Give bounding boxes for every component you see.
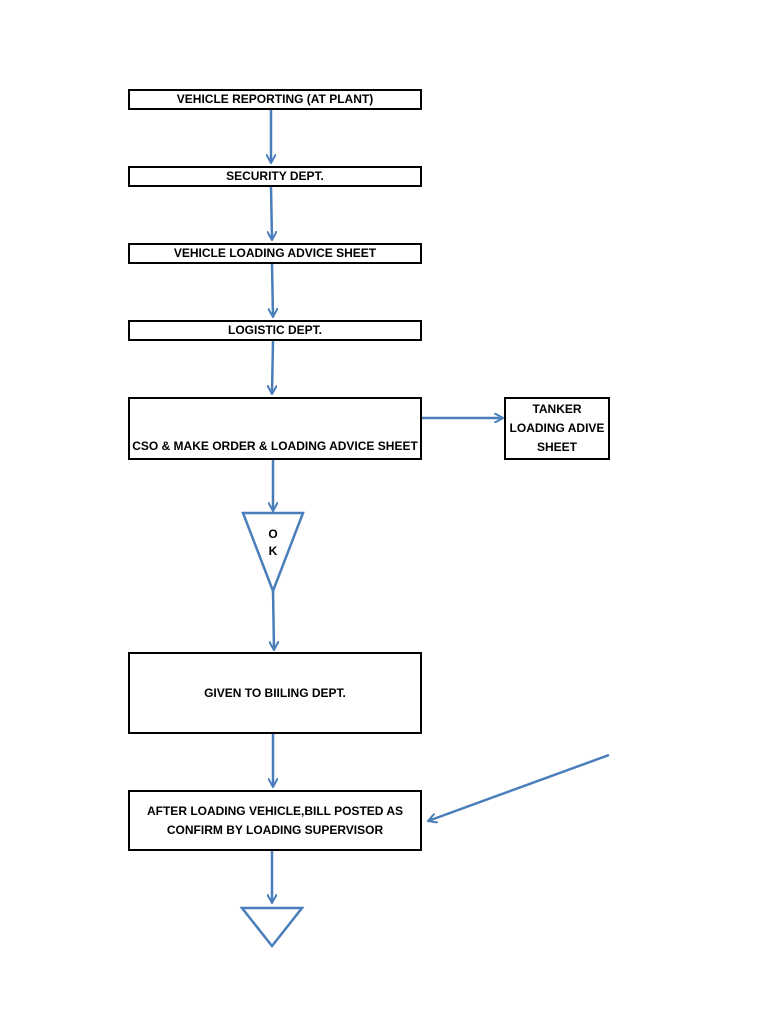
after-loading-label-line2: CONFIRM BY LOADING SUPERVISOR: [166, 822, 384, 837]
arrow-advice-to-logistic: [272, 263, 273, 317]
arrow-logistic-to-cso: [272, 340, 273, 394]
vehicle-reporting-label: VEHICLE REPORTING (AT PLANT): [176, 92, 374, 106]
after-loading-box: AFTER LOADING VEHICLE,BILL POSTED AS CON…: [128, 790, 422, 851]
ok-label-k: K: [268, 544, 278, 558]
arrow-ok-to-billing: [273, 589, 274, 650]
cso-order-box: CSO & MAKE ORDER & LOADING ADVICE SHEET: [128, 397, 422, 460]
loading-advice-sheet-box: VEHICLE LOADING ADVICE SHEET: [128, 243, 422, 264]
security-dept-box: SECURITY DEPT.: [128, 166, 422, 187]
logistic-dept-box: LOGISTIC DEPT.: [128, 320, 422, 341]
after-loading-label-line1: AFTER LOADING VEHICLE,BILL POSTED AS: [146, 803, 403, 818]
ok-triangle: [241, 511, 305, 595]
billing-dept-label: GIVEN TO BIILING DEPT.: [204, 685, 346, 700]
billing-dept-box: GIVEN TO BIILING DEPT.: [128, 652, 422, 734]
tanker-loading-box: TANKER LOADING ADIVE SHEET: [504, 397, 610, 460]
loading-advice-sheet-label: VEHICLE LOADING ADVICE SHEET: [173, 246, 377, 260]
logistic-dept-label: LOGISTIC DEPT.: [227, 323, 322, 337]
end-triangle: [239, 906, 305, 949]
security-dept-label: SECURITY DEPT.: [226, 169, 324, 183]
tanker-label-line1: TANKER: [532, 402, 582, 416]
ok-label-o: O: [268, 527, 278, 541]
tanker-label-line2: LOADING ADIVE: [509, 421, 605, 435]
arrow-external-to-after-loading: [428, 753, 610, 821]
arrow-security-to-advice: [271, 186, 272, 240]
vehicle-reporting-box: VEHICLE REPORTING (AT PLANT): [128, 89, 422, 110]
tanker-label-line3: SHEET: [536, 440, 577, 454]
cso-order-label: CSO & MAKE ORDER & LOADING ADVICE SHEET: [132, 439, 418, 453]
